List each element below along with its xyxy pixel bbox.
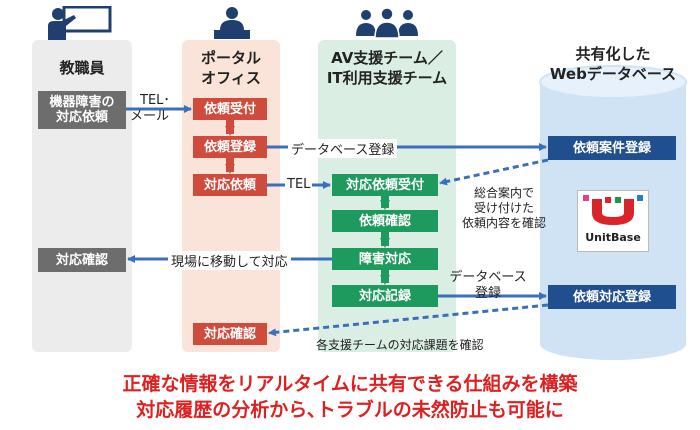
label-db-register: データベース登録 bbox=[288, 139, 398, 158]
database-title-line2: Webデータベース bbox=[549, 65, 677, 83]
unitbase-logo-text: UnitBase bbox=[585, 231, 641, 244]
staff-request-line1: 機器障害の bbox=[49, 95, 115, 110]
label-tel: TEL bbox=[285, 177, 313, 192]
unitbase-logo: UnitBase bbox=[577, 190, 649, 252]
support-title-line1: AV支援チーム／ bbox=[331, 49, 443, 67]
portal-title-line2: オフィス bbox=[201, 69, 261, 87]
label-db-register2-line1: データベース bbox=[449, 270, 527, 285]
db-response-register-box: 依頼対応登録 bbox=[548, 285, 676, 309]
database-title-line1: 共有化した bbox=[575, 45, 651, 63]
support-handle-box: 障害対応 bbox=[332, 248, 438, 270]
label-check-issues: 各支援チームの対応課題を確認 bbox=[316, 338, 484, 352]
support-lane-title: AV支援チーム／ IT利用支援チーム bbox=[308, 48, 466, 88]
label-db-register2-line2: 登録 bbox=[474, 286, 501, 301]
headline-line2: 対応履歴の分析から､トラブルの未然防止も可能に bbox=[136, 399, 564, 421]
label-general-line3: 依頼内容を確認 bbox=[461, 216, 546, 230]
office-worker-icon bbox=[214, 7, 250, 39]
label-tel-mail-line1: TEL･ bbox=[140, 93, 170, 108]
database-title: 共有化した Webデータベース bbox=[536, 44, 690, 84]
portal-title-line1: ポータル bbox=[200, 49, 261, 67]
teacher-icon bbox=[48, 6, 112, 40]
label-onsite: 現場に移動して対応 bbox=[168, 251, 291, 270]
portal-lane-title: ポータル オフィス bbox=[176, 48, 286, 88]
portal-confirm-box: 対応確認 bbox=[193, 323, 267, 345]
db-case-register-box: 依頼案件登録 bbox=[548, 136, 676, 160]
portal-register-box: 依頼登録 bbox=[193, 136, 267, 158]
label-general: 総合案内で 受け付けた 依頼内容を確認 bbox=[454, 186, 554, 231]
support-receive-box: 対応依頼受付 bbox=[332, 174, 438, 196]
portal-receive-box: 依頼受付 bbox=[193, 98, 267, 120]
label-general-line1: 総合案内で bbox=[473, 186, 534, 200]
staff-confirm-box: 対応確認 bbox=[38, 248, 126, 272]
portal-lane bbox=[182, 40, 280, 352]
team-icon bbox=[356, 7, 418, 39]
support-check-box: 依頼確認 bbox=[332, 210, 438, 232]
headline-line1: 正確な情報をリアルタイムに共有できる仕組みを構築 bbox=[122, 373, 578, 395]
unitbase-logo-mark bbox=[583, 195, 643, 225]
staff-request-line2: 対応依頼 bbox=[55, 110, 108, 125]
staff-lane-title: 教職員 bbox=[59, 59, 105, 77]
staff-request-box: 機器障害の 対応依頼 bbox=[38, 91, 126, 129]
portal-dispatch-box: 対応依頼 bbox=[193, 174, 267, 196]
support-record-box: 対応記録 bbox=[332, 285, 438, 307]
label-general-line2: 受け付けた bbox=[473, 201, 534, 215]
support-title-line2: IT利用支援チーム bbox=[326, 69, 448, 87]
arrow-check-issues bbox=[268, 303, 549, 337]
arrow-general-check bbox=[439, 158, 549, 186]
label-tel-mail: TEL･ メール bbox=[130, 93, 186, 125]
label-db-register2: データベース 登録 bbox=[446, 270, 530, 302]
label-tel-mail-line2: メール bbox=[130, 109, 170, 124]
